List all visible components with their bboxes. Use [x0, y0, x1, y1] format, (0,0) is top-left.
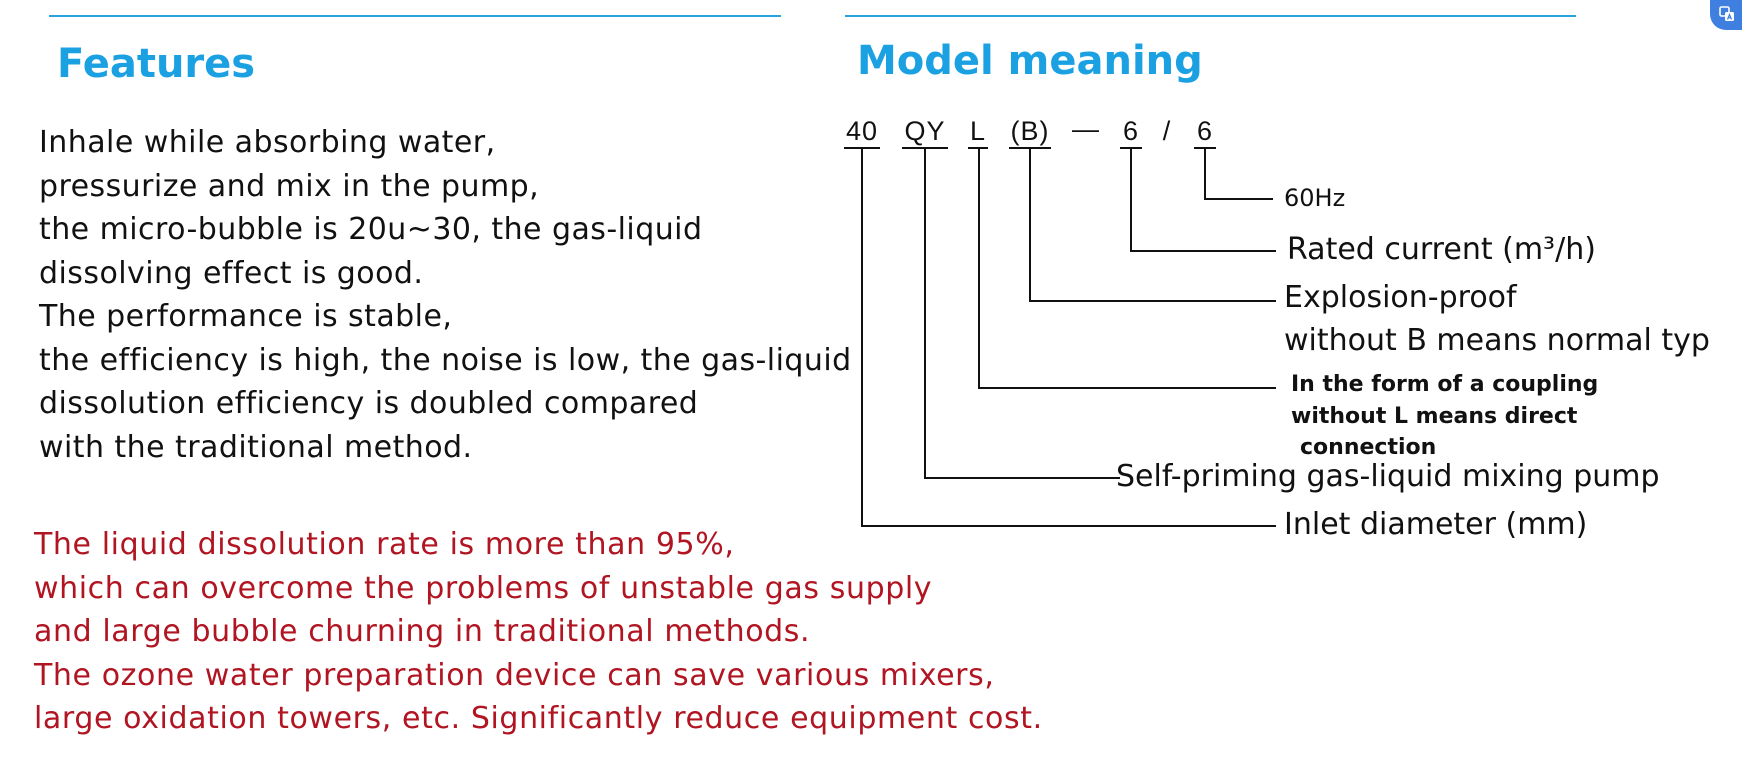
label-type: Self-priming gas-liquid mixing pump	[1116, 459, 1660, 494]
leader-diameter	[861, 149, 1276, 527]
features-line: pressurize and mix in the pump,	[39, 168, 540, 204]
code-explosion: (B)	[1009, 116, 1051, 149]
leader-frequency	[1204, 149, 1273, 200]
label-explosion-2: without B means normal typ	[1284, 323, 1710, 358]
code-dash: —	[1072, 114, 1100, 144]
label-diameter: Inlet diameter (mm)	[1284, 507, 1588, 542]
label-frequency: 60Hz	[1284, 184, 1346, 212]
leader-explosion	[1029, 149, 1276, 302]
model-top-rule	[845, 15, 1576, 17]
features-line: The performance is stable,	[39, 299, 453, 334]
code-frequency: 6	[1194, 116, 1216, 149]
translate-icon[interactable]	[1710, 0, 1742, 30]
highlight-line: The liquid dissolution rate is more than…	[34, 527, 735, 562]
highlight-line: large oxidation towers, etc. Significant…	[34, 701, 1043, 736]
label-coupling-2: without L means direct	[1291, 404, 1578, 429]
features-line: the efficiency is high, the noise is low…	[39, 342, 852, 378]
label-explosion-1: Explosion-proof	[1284, 280, 1517, 315]
features-line: dissolving effect is good.	[39, 255, 424, 291]
features-top-rule	[49, 15, 781, 17]
features-line: with the traditional method.	[39, 429, 473, 465]
label-coupling-3: connection	[1300, 435, 1437, 460]
features-description: Inhale while absorbing water, pressurize…	[39, 121, 852, 469]
code-current: 6	[1120, 116, 1142, 149]
code-coupling: L	[968, 116, 988, 149]
code-diameter: 40	[844, 116, 880, 149]
features-heading: Features	[57, 41, 256, 87]
leader-coupling	[978, 149, 1276, 389]
highlight-line: The ozone water preparation device can s…	[34, 657, 995, 693]
features-line: Inhale while absorbing water,	[39, 125, 496, 160]
model-heading: Model meaning	[857, 38, 1203, 84]
features-line: the micro-bubble is 20u~30, the gas-liqu…	[39, 212, 703, 247]
leader-current	[1130, 149, 1276, 252]
highlight-line: and large bubble churning in traditional…	[34, 614, 811, 649]
label-coupling-1: In the form of a coupling	[1291, 372, 1599, 397]
code-slash: /	[1162, 116, 1172, 146]
label-current: Rated current (m³/h)	[1287, 232, 1596, 267]
features-line: dissolution efficiency is doubled compar…	[39, 386, 699, 421]
features-highlight: The liquid dissolution rate is more than…	[34, 523, 1043, 741]
highlight-line: which can overcome the problems of unsta…	[34, 570, 933, 606]
code-type: QY	[902, 116, 948, 149]
leader-type	[924, 149, 1120, 479]
